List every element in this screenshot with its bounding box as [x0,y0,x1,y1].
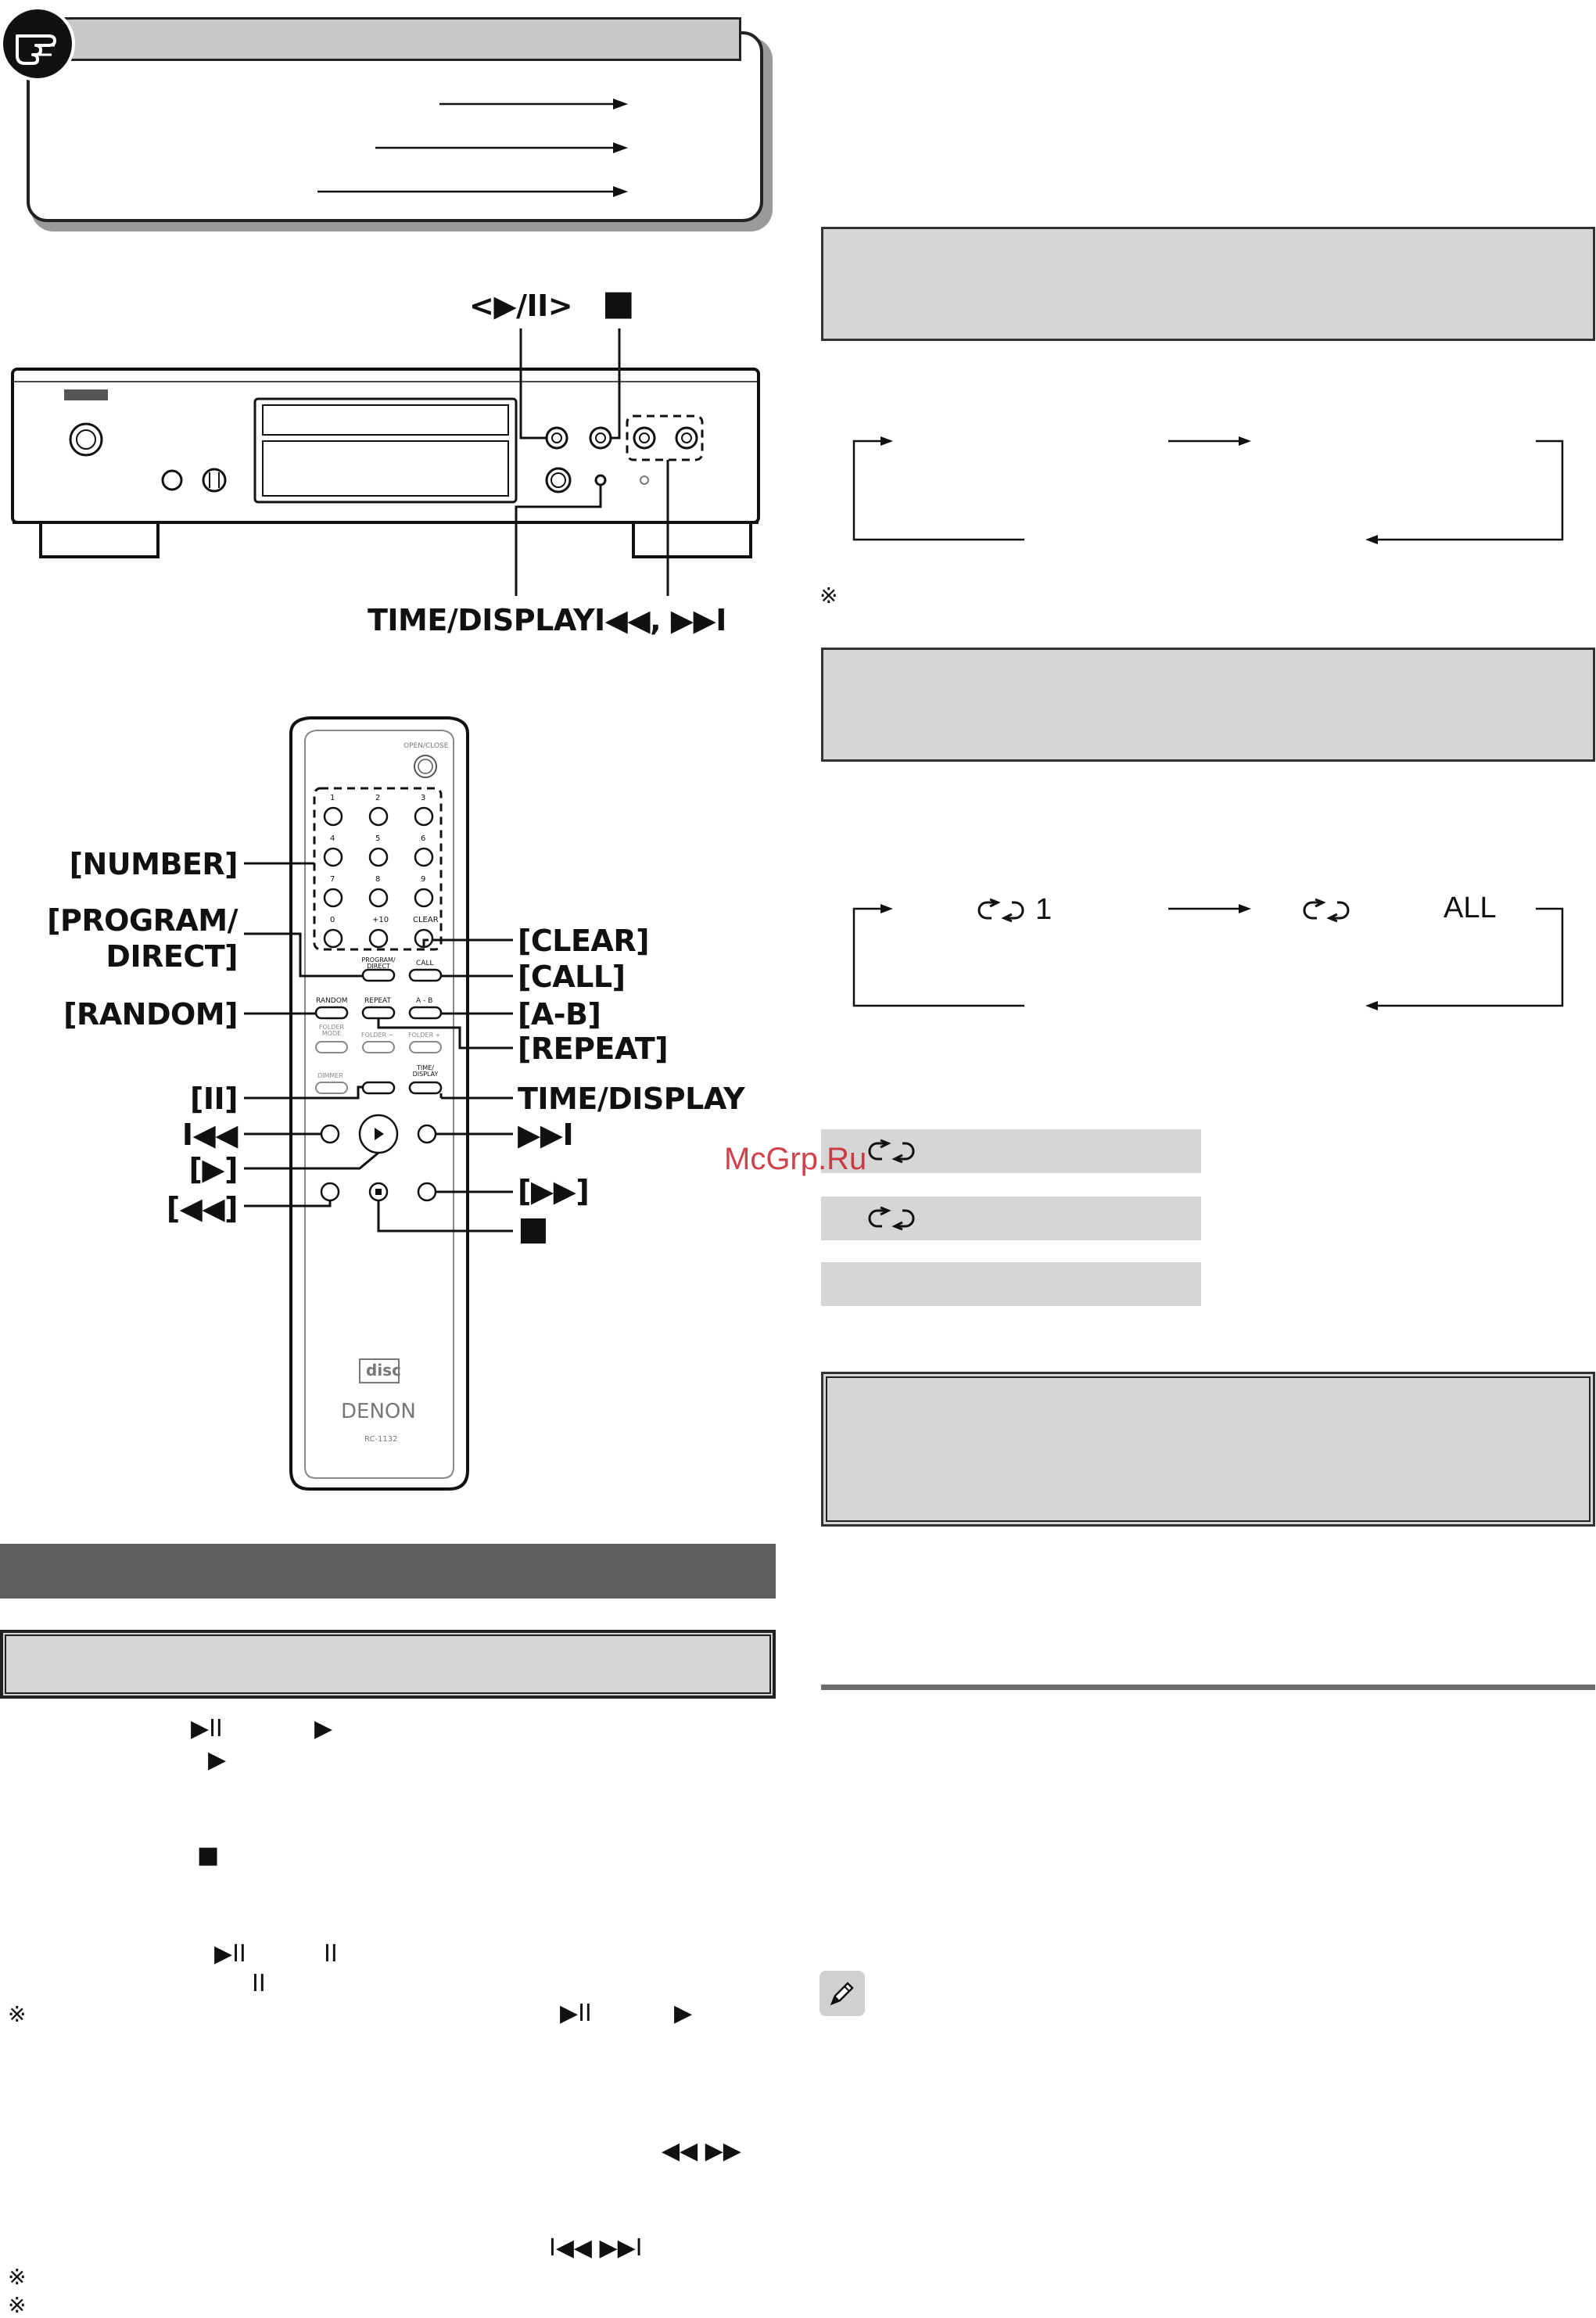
skip-symbols: I◀◀ ▶▶I [549,2234,643,2262]
num-2-text: 2 [375,794,381,802]
callout-clear: [CLEAR] [518,924,649,958]
divider-line [821,1685,1595,1690]
callout-pause: [II] [189,1082,239,1116]
call-text: CALL [416,960,434,967]
repeat-table-row-1 [821,1129,1201,1173]
time-display-label: TIME/DISPLAY [368,603,595,637]
num-7-text: 7 [330,875,335,884]
note-play-symbol: ▶ [674,2000,693,2027]
section-header-bar [0,1544,776,1599]
note-mark-3: ※ [8,2292,27,2318]
repeat-table-row-2 [821,1197,1201,1240]
pause-symbol: II [324,1940,338,1968]
num-plus10-text: +10 [372,916,389,924]
play-symbol: ▶ [314,1715,333,1742]
callout-play: [▶] [188,1152,239,1186]
play-symbol-2: ▶ [208,1746,227,1774]
callout-random: [RANDOM] [63,997,238,1032]
callout-program-2: DIRECT] [106,939,238,974]
program-direct-text: PROGRAM/ DIRECT [361,956,396,970]
callout-call: [CALL] [518,960,626,994]
num-6-text: 6 [421,834,426,843]
play-pause-label: <▶/II> [469,289,573,323]
search-symbols: ◀◀ ▶▶ [662,2137,741,2165]
callout-repeat: [REPEAT] [518,1032,669,1066]
repeat-one-number: 1 [1035,893,1053,926]
callout-prev: I◀◀ [181,1118,239,1152]
stop-symbol: ■ [197,1842,220,1869]
arrow-icon [317,99,628,197]
callout-rew: [◀◀] [166,1191,239,1225]
callout-ab: [A-B] [518,997,601,1032]
hand-pointer-icon [0,6,75,81]
repeat-icon [868,1206,915,1231]
remote-brand: DENON [341,1400,416,1423]
flow-diagram-1 [852,436,1564,544]
pause-symbol-2: II [252,1970,266,1997]
note-mark: ※ [8,2001,27,2027]
num-4-text: 4 [330,834,335,843]
folder-minus-text: FOLDER − [361,1032,394,1039]
repeat-text: REPEAT [364,997,392,1005]
folder-mode-text: FOLDER MODE [318,1024,345,1037]
num-3-text: 3 [421,794,426,802]
callout-time-display: TIME/DISPLAY [518,1082,745,1116]
repeat-all-label: ALL [1444,892,1497,924]
pause-play-symbol: ▶II [214,1940,246,1968]
callout-next: ▶▶I [518,1118,574,1152]
repeat-table-row-3 [821,1262,1201,1306]
folder-plus-text: FOLDER + [408,1032,441,1039]
num-8-text: 8 [375,875,381,884]
callout-program-1: [PROGRAM/ [47,903,238,938]
right-header-box-2 [821,648,1595,762]
repeat-all-icon [1303,898,1350,923]
callout-stop: ■ [518,1209,549,1247]
note-mark-2: ※ [8,2264,27,2290]
dimmer-text: DIMMER [317,1072,343,1079]
watermark: McGrp.Ru [724,1142,867,1176]
ab-text: A - B [416,997,433,1005]
open-close-text: OPEN/CLOSE [403,742,449,750]
pencil-note-icon [820,1971,865,2016]
note-play-pause-symbol: ▶II [560,2000,592,2027]
num-1-text: 1 [330,794,335,802]
num-9-text: 9 [421,875,426,884]
repeat-one-icon [977,898,1024,923]
callout-ffwd: [▶▶] [518,1174,590,1208]
time-display-btn-text: TIME/ DISPLAY [412,1064,439,1078]
skip-label: I◀◀, ▶▶I [594,603,726,637]
num-5-text: 5 [375,834,381,843]
right-header-box-3 [821,1372,1595,1527]
subsection-header-bar [0,1630,776,1699]
random-text: RANDOM [316,997,348,1005]
repeat-icon [868,1139,915,1164]
num-0-text: 0 [330,916,335,924]
flow-diagram-2 [852,898,1564,1010]
remote-model: RC-1132 [364,1435,398,1444]
right-note-mark: ※ [820,583,838,608]
play-pause-symbol: ▶II [191,1715,223,1742]
disc-logo-text: disc [366,1361,401,1380]
right-header-box-1 [821,227,1595,341]
num-clear-text: CLEAR [413,916,439,924]
stop-label: ■ [602,283,635,323]
callout-number: [NUMBER] [69,847,239,881]
